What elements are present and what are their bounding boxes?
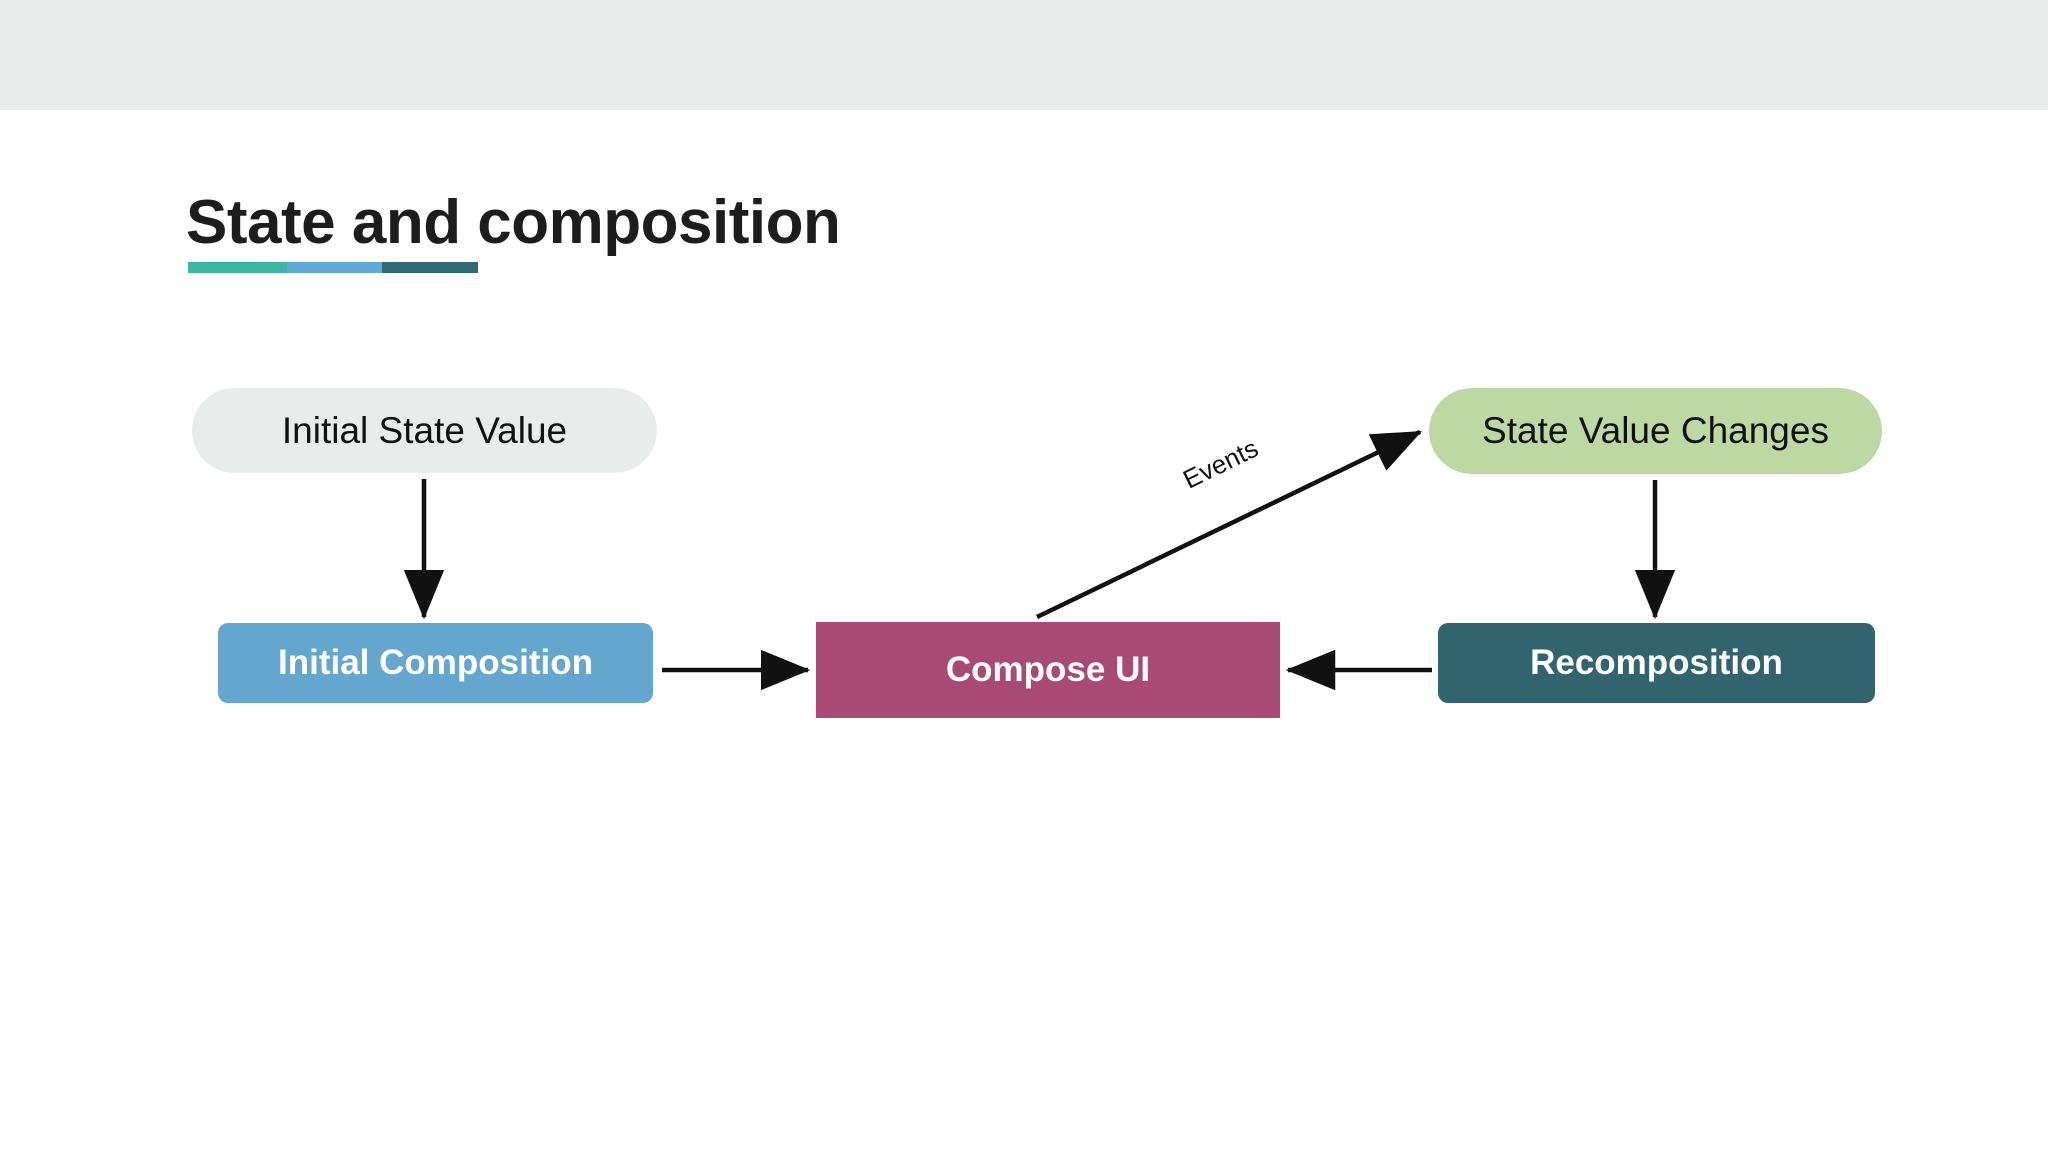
top-header-bar — [0, 0, 2048, 110]
title-underline-accent — [188, 262, 478, 273]
node-initial-composition[interactable]: Initial Composition — [218, 623, 653, 703]
node-state-value-changes[interactable]: State Value Changes — [1429, 388, 1882, 474]
node-recomposition[interactable]: Recomposition — [1438, 623, 1875, 703]
edge-label-events: Events — [1178, 432, 1263, 495]
node-recomposition-label: Recomposition — [1530, 643, 1783, 682]
node-initial-composition-label: Initial Composition — [278, 643, 593, 682]
node-compose-ui-label: Compose UI — [945, 650, 1151, 689]
title-underline-segment-dark-teal — [382, 262, 478, 273]
title-underline-segment-teal — [188, 262, 287, 273]
node-compose-ui[interactable]: Compose UI — [816, 622, 1280, 718]
page-title: State and composition — [186, 188, 841, 257]
node-initial-state-value-label: Initial State Value — [281, 409, 568, 451]
node-state-value-changes-label: State Value Changes — [1482, 410, 1829, 451]
title-underline-segment-blue — [286, 262, 383, 273]
node-initial-state-value[interactable]: Initial State Value — [192, 388, 657, 473]
